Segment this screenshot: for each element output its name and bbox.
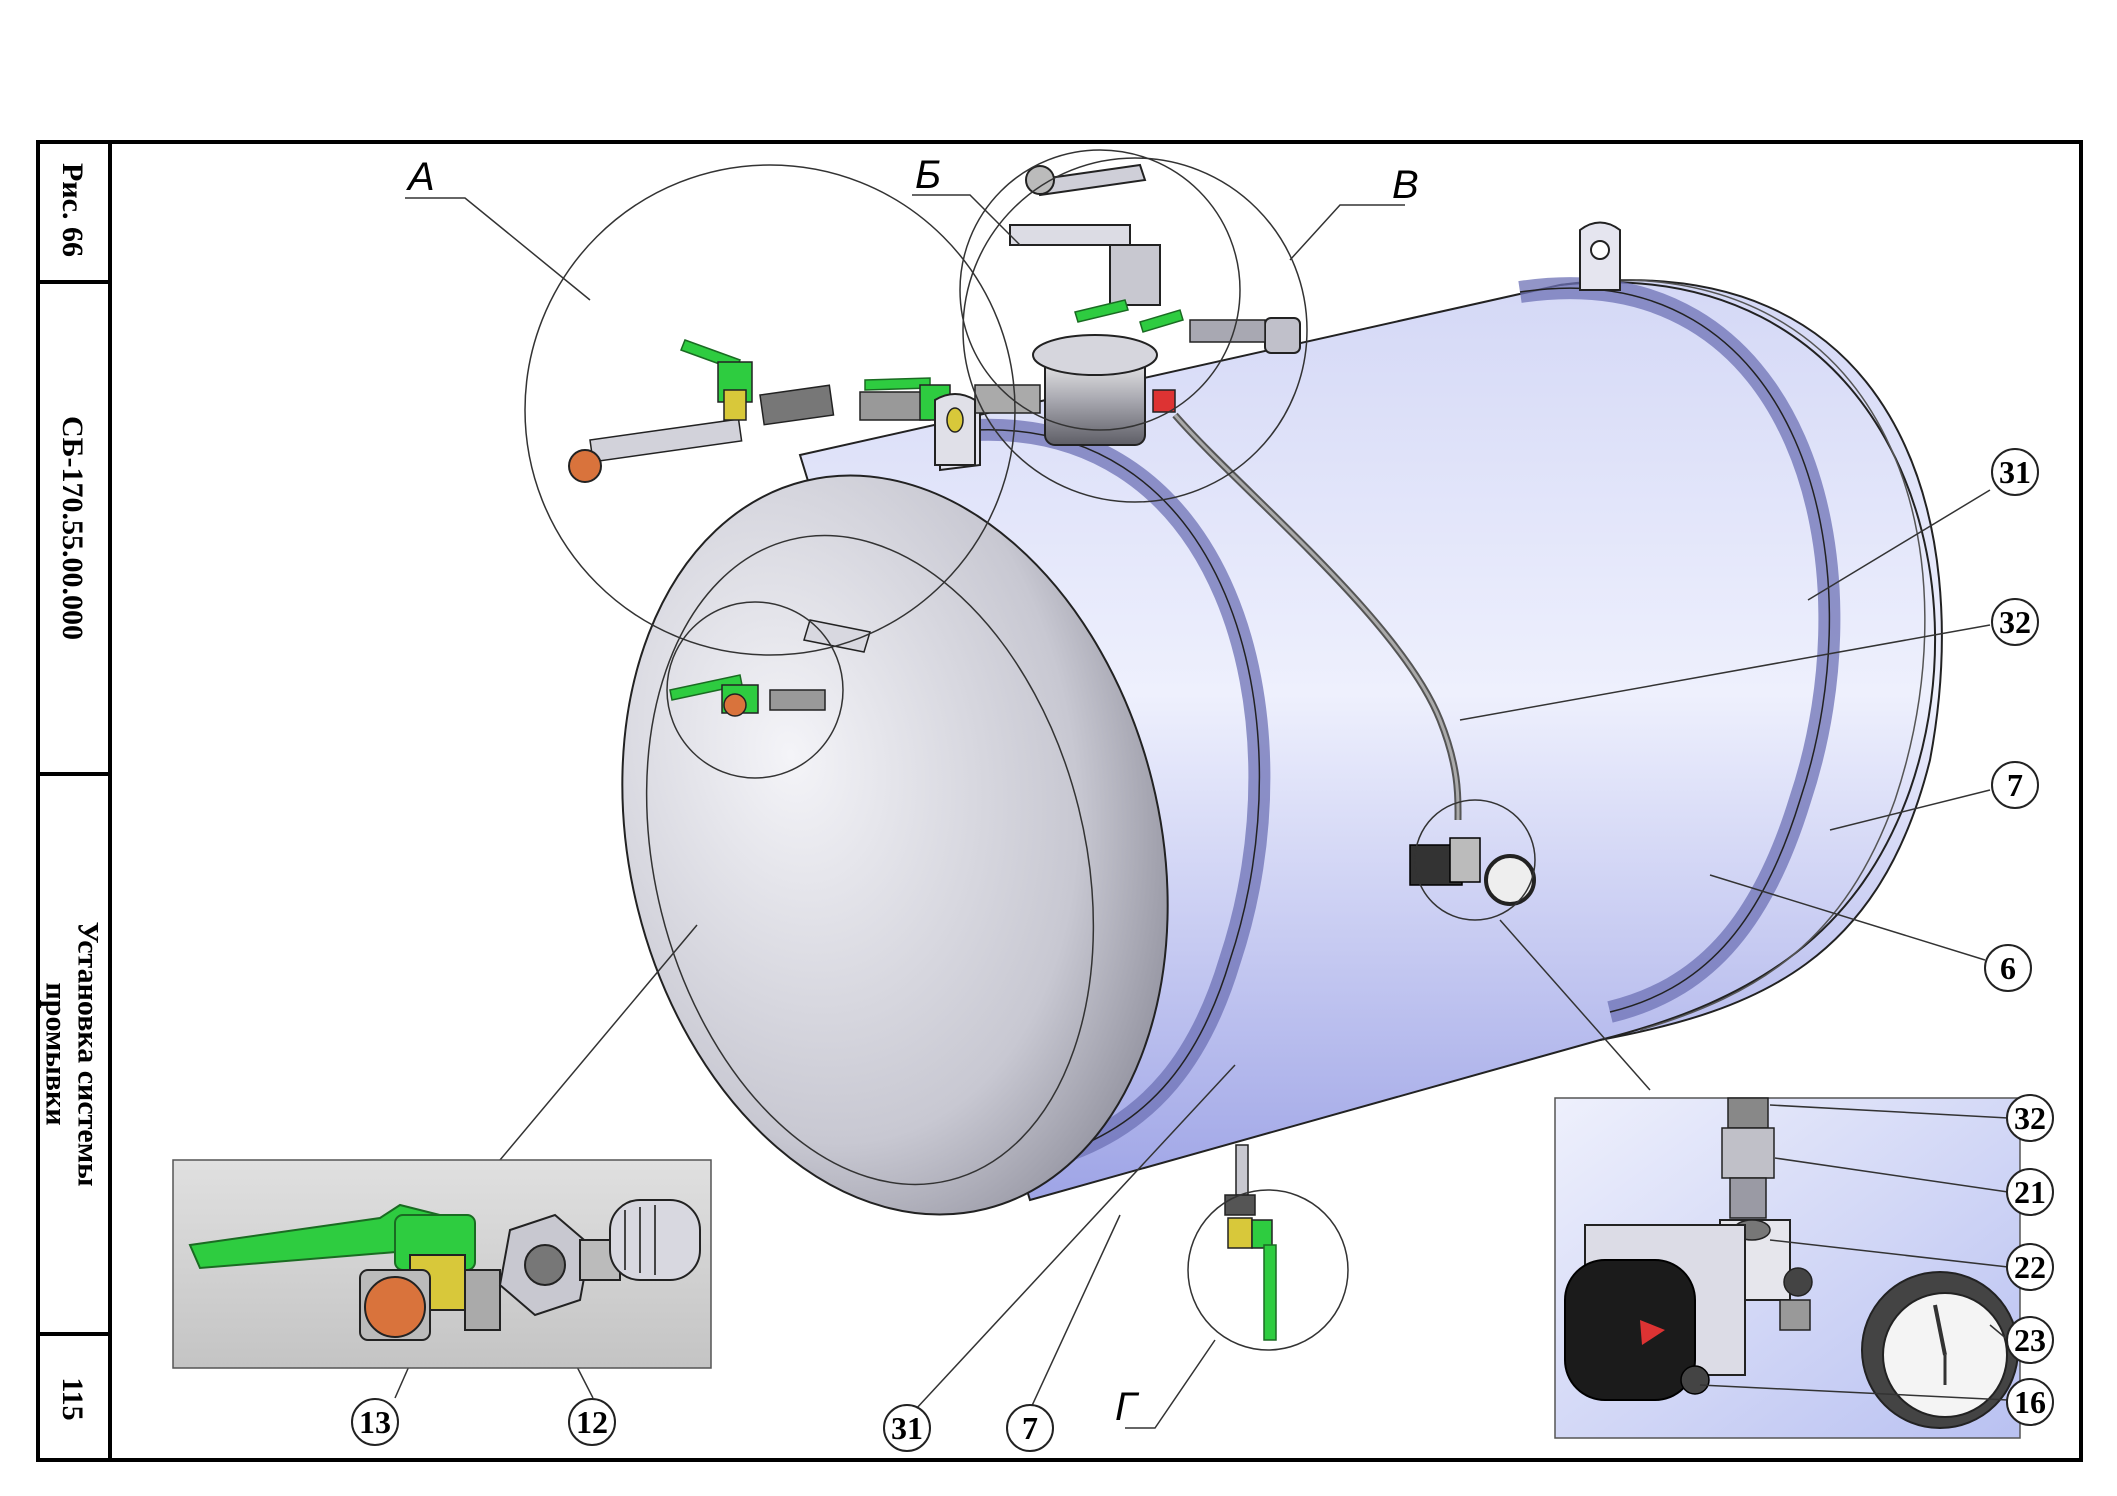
svg-text:32: 32 — [1999, 604, 2031, 640]
view-label-b: Б — [915, 153, 941, 197]
small-gauge — [1484, 854, 1536, 906]
svg-text:32: 32 — [2014, 1100, 2046, 1136]
top-valve-handle-2 — [1139, 309, 1184, 333]
view-leaders — [405, 194, 1405, 1429]
figure-cell: Рис. 66 — [36, 140, 108, 284]
copper-nut-a — [568, 449, 602, 483]
svg-text:23: 23 — [2014, 1322, 2046, 1358]
head-tab — [803, 619, 871, 653]
callout-12: 12 — [568, 1398, 616, 1446]
view-circle-b — [959, 149, 1241, 431]
callout-32-right: 32 — [1991, 598, 2039, 646]
tank-right-cap — [1559, 281, 1937, 1041]
title-block: Рис. 66 СБ-170.55.00.000 Установка систе… — [36, 140, 112, 1462]
callout-6: 6 — [1984, 944, 2032, 992]
view-circle-regulator — [1414, 799, 1536, 921]
left-pipe-string — [589, 418, 743, 463]
drain-valve-handle — [1263, 1244, 1277, 1341]
view-label-v: В — [1392, 163, 1419, 207]
detail-copper-nut — [364, 1276, 426, 1338]
view-circle-g — [1187, 1189, 1349, 1351]
view-circles — [524, 149, 1536, 1351]
regulator-on-tank — [1409, 837, 1536, 906]
tank-left-head — [621, 474, 1169, 1216]
svg-text:7: 7 — [2007, 767, 2023, 803]
drain-valve — [1224, 1194, 1277, 1341]
svg-text:6: 6 — [2000, 950, 2016, 986]
callout-16-detail: 16 — [2006, 1378, 2054, 1426]
drawing-frame — [36, 140, 2083, 1462]
callout-22-detail: 22 — [2006, 1243, 2054, 1291]
callout-7-bottom: 7 — [1006, 1404, 1054, 1452]
callout-13: 13 — [351, 1398, 399, 1446]
svg-text:21: 21 — [2014, 1174, 2046, 1210]
mounting-bracket — [1009, 224, 1131, 246]
svg-text:22: 22 — [2014, 1249, 2046, 1285]
right-elbow-fitting — [1264, 317, 1301, 354]
drawing-code-cell: СБ-170.55.00.000 — [36, 284, 108, 776]
callout-7-right: 7 — [1991, 761, 2039, 809]
drawing-title-cell: Установка системы промывки — [36, 776, 108, 1336]
top-valve-handle-1 — [1074, 299, 1129, 323]
regulator-knob — [1564, 1259, 1696, 1401]
callout-31-right: 31 — [1991, 448, 2039, 496]
svg-text:13: 13 — [359, 1404, 391, 1440]
callout-32-detail: 32 — [2006, 1094, 2054, 1142]
view-label-a: А — [406, 155, 435, 199]
svg-text:31: 31 — [891, 1410, 923, 1446]
red-fitting — [1152, 389, 1176, 413]
drain-pipe — [1235, 1144, 1249, 1196]
head-valve — [669, 674, 826, 717]
svg-text:12: 12 — [576, 1404, 608, 1440]
callout-23-detail: 23 — [2006, 1316, 2054, 1364]
detail-box-valve — [172, 1159, 712, 1369]
top-manifold — [568, 163, 1301, 483]
tank — [621, 221, 1943, 1216]
callout-31-bottom: 31 — [883, 1404, 931, 1452]
view-circle-head — [666, 601, 844, 779]
view-label-g: Г — [1115, 1385, 1140, 1429]
svg-text:7: 7 — [1022, 1410, 1038, 1446]
detail-box-regulator — [1554, 1097, 2021, 1439]
view-circle-v — [962, 157, 1308, 503]
callout-21-detail: 21 — [2006, 1168, 2054, 1216]
svg-text:16: 16 — [2014, 1384, 2046, 1420]
view-circle-a — [524, 164, 1016, 656]
detail-leaders — [1699, 1104, 2009, 1401]
svg-text:31: 31 — [1999, 454, 2031, 490]
